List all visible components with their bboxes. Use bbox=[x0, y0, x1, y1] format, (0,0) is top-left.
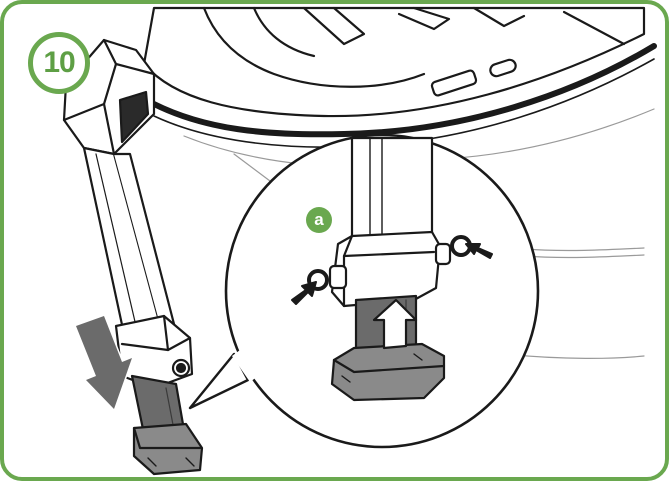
arrow-left-icon bbox=[465, 243, 493, 259]
arrow-up-icon bbox=[372, 298, 418, 350]
press-indicator-left bbox=[291, 269, 329, 305]
arrow-up-icon bbox=[74, 314, 134, 411]
detail-callout bbox=[188, 133, 540, 449]
illustration bbox=[62, 6, 657, 476]
press-indicator-right bbox=[450, 235, 493, 259]
support-leg bbox=[62, 38, 204, 476]
step-number: 10 bbox=[43, 46, 75, 79]
step-number-badge: 10 bbox=[28, 32, 90, 94]
arrow-right-icon bbox=[291, 281, 317, 305]
detail-label: a bbox=[314, 209, 324, 229]
detail-label-badge: a bbox=[306, 207, 332, 233]
